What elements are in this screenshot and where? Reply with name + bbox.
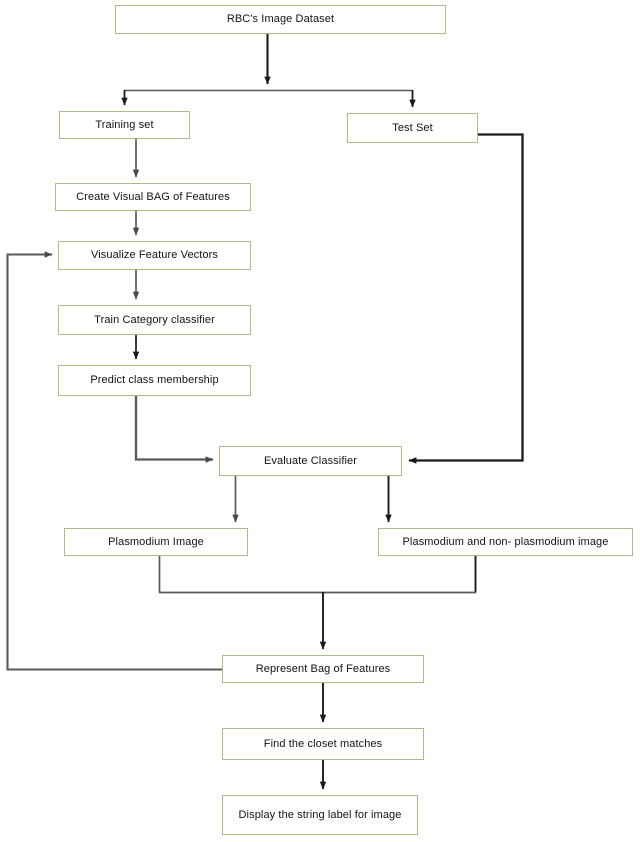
node-plasmodium-image[interactable]: Plasmodium Image — [64, 528, 248, 556]
node-rbc-image-dataset[interactable]: RBC's Image Dataset — [115, 5, 446, 34]
node-label: Represent Bag of Features — [255, 662, 391, 675]
node-create-visual-bag-of-features[interactable]: Create Visual BAG of Features — [55, 183, 251, 211]
node-label: Predict class membership — [90, 374, 219, 387]
node-find-the-closet-matches[interactable]: Find the closet matches — [222, 728, 424, 760]
node-label: Plasmodium Image — [108, 535, 204, 548]
edge-feedback-loop-to-visualize-vectors — [6, 251, 222, 671]
node-display-the-string-label-for-image[interactable]: Display the string label for image — [222, 795, 418, 835]
node-visualize-feature-vectors[interactable]: Visualize Feature Vectors — [58, 241, 251, 270]
node-train-category-classifier[interactable]: Train Category classifier — [58, 305, 251, 335]
node-label: RBC's Image Dataset — [226, 13, 335, 26]
node-plasmodium-and-non-plasmodium-image[interactable]: Plasmodium and non- plasmodium image — [378, 528, 633, 556]
node-label: Plasmodium and non- plasmodium image — [402, 535, 609, 548]
node-test-set[interactable]: Test Set — [347, 113, 478, 143]
node-label: Find the closet matches — [263, 737, 383, 750]
node-evaluate-classifier[interactable]: Evaluate Classifier — [219, 446, 402, 476]
node-label: Evaluate Classifier — [264, 454, 357, 467]
node-label: Training set — [95, 118, 154, 131]
node-predict-class-membership[interactable]: Predict class membership — [58, 365, 251, 396]
node-label: Visualize Feature Vectors — [90, 249, 219, 262]
edge-predict-class-to-evaluate-classifier — [134, 396, 214, 463]
node-represent-bag-of-features[interactable]: Represent Bag of Features — [222, 655, 424, 683]
node-label: Train Category classifier — [94, 313, 215, 326]
node-training-set[interactable]: Training set — [59, 111, 190, 139]
node-label: Test Set — [392, 121, 433, 134]
edge-test-set-to-evaluate-classifier — [408, 133, 524, 464]
node-label: Display the string label for image — [238, 808, 402, 821]
node-label: Create Visual BAG of Features — [76, 190, 230, 203]
